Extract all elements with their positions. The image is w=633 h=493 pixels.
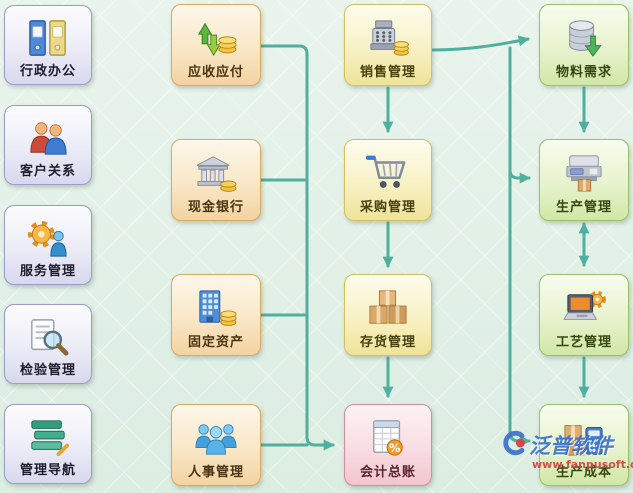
module-material-requirements[interactable]: 物料需求 xyxy=(539,4,629,86)
material-database-icon xyxy=(542,10,626,65)
module-general-ledger[interactable]: % 会计总账 xyxy=(344,404,432,486)
service-gear-icon xyxy=(7,211,89,264)
module-label: 销售管理 xyxy=(359,65,416,80)
process-laptop-icon xyxy=(542,280,626,335)
module-fixed-assets[interactable]: 固定资产 xyxy=(171,274,261,356)
sidebar-item-customer-relations[interactable]: 客户关系 xyxy=(4,105,92,185)
module-label: 工艺管理 xyxy=(555,335,612,350)
module-label: 会计总账 xyxy=(359,465,416,480)
sidebar-item-inspection-management[interactable]: 检验管理 xyxy=(4,304,92,384)
fixed-assets-icon xyxy=(174,280,258,335)
shopping-cart-icon xyxy=(347,145,429,200)
hr-people-icon xyxy=(174,410,258,465)
module-production-management[interactable]: 生产管理 xyxy=(539,139,629,221)
module-label: 固定资产 xyxy=(187,335,244,350)
cash-register-icon xyxy=(347,10,429,65)
sidebar-item-management-navigation[interactable]: 管理导航 xyxy=(4,404,92,484)
module-purchase-management[interactable]: 采购管理 xyxy=(344,139,432,221)
module-label: 存货管理 xyxy=(359,335,416,350)
module-label: 客户关系 xyxy=(19,164,76,179)
customers-icon xyxy=(7,111,89,164)
module-label: 行政办公 xyxy=(19,64,76,79)
sidebar-item-service-management[interactable]: 服务管理 xyxy=(4,205,92,285)
module-hr-management[interactable]: 人事管理 xyxy=(171,404,261,486)
module-label: 检验管理 xyxy=(19,363,76,378)
module-label: 物料需求 xyxy=(555,65,612,80)
module-label: 生产管理 xyxy=(555,200,612,215)
module-label: 采购管理 xyxy=(359,200,416,215)
module-label: 应收应付 xyxy=(187,65,244,80)
sidebar-item-admin-office[interactable]: 行政办公 xyxy=(4,5,92,85)
production-machine-icon xyxy=(542,145,626,200)
module-cash-bank[interactable]: 现金银行 xyxy=(171,139,261,221)
module-label: 服务管理 xyxy=(19,264,76,279)
cost-calculator-icon xyxy=(542,410,626,465)
svg-text:%: % xyxy=(389,440,401,454)
inspection-magnifier-icon xyxy=(7,310,89,363)
navigation-boards-icon xyxy=(7,410,89,463)
module-process-management[interactable]: 工艺管理 xyxy=(539,274,629,356)
module-sales-management[interactable]: 销售管理 xyxy=(344,4,432,86)
module-label: 生产成本 xyxy=(555,465,612,480)
binders-icon xyxy=(7,11,89,64)
module-inventory-management[interactable]: 存货管理 xyxy=(344,274,432,356)
module-label: 管理导航 xyxy=(19,463,76,478)
ledger-percent-icon: % xyxy=(347,410,429,465)
cash-bank-icon xyxy=(174,145,258,200)
module-receivables-payables[interactable]: 应收应付 xyxy=(171,4,261,86)
module-production-cost[interactable]: 生产成本 xyxy=(539,404,629,486)
module-label: 人事管理 xyxy=(187,465,244,480)
module-label: 现金银行 xyxy=(187,200,244,215)
receivable-payable-icon xyxy=(174,10,258,65)
inventory-boxes-icon xyxy=(347,280,429,335)
